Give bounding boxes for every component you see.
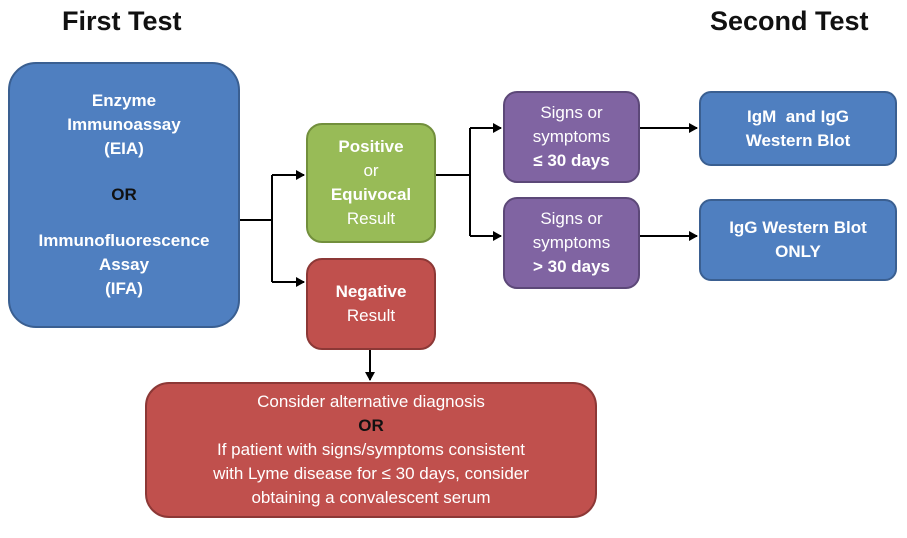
consider-line2: If patient with signs/symptoms consisten…: [216, 440, 526, 459]
consider-alternative-box: Consider alternative diagnosis OR If pat…: [145, 382, 597, 518]
negative-line1: Negative: [335, 282, 407, 301]
signs-long-line2: symptoms: [532, 233, 611, 252]
negative-result-box: Negative Result: [306, 258, 436, 350]
signs-short-line3: ≤ 30 days: [533, 151, 610, 170]
first-test-heading: First Test: [62, 6, 182, 36]
first-test-line5: Assay: [98, 255, 150, 274]
signs-short-line1: Signs or: [540, 103, 603, 122]
igm-igg-western-blot-box: IgM and IgG Western Blot: [699, 91, 897, 166]
positive-line3: Equivocal: [330, 185, 412, 204]
negative-line2: Result: [346, 306, 396, 325]
positive-result-box: Positive or Equivocal Result: [306, 123, 436, 243]
igg-only-line1: IgG Western Blot: [729, 218, 867, 237]
first-test-line2: Immunoassay: [67, 115, 181, 134]
igg-only-line2: ONLY: [775, 242, 821, 261]
first-test-line6: (IFA): [105, 279, 143, 298]
consider-line3: with Lyme disease for ≤ 30 days, conside…: [213, 464, 529, 483]
positive-line1: Positive: [338, 137, 404, 156]
first-test-box: Enzyme Immunoassay (EIA) OR Immunofluore…: [8, 62, 240, 328]
signs-long-box: Signs or symptoms > 30 days: [503, 197, 640, 289]
signs-short-box: Signs or symptoms ≤ 30 days: [503, 91, 640, 183]
positive-line2: or: [363, 161, 379, 180]
igm-igg-line2: Western Blot: [745, 130, 851, 150]
first-test-line1: Enzyme: [91, 91, 157, 110]
second-test-heading: Second Test: [710, 6, 869, 36]
consider-line4: obtaining a convalescent serum: [251, 488, 491, 507]
consider-or: OR: [358, 416, 384, 435]
first-test-or: OR: [111, 185, 137, 204]
signs-short-line2: symptoms: [532, 127, 611, 146]
signs-long-line3: > 30 days: [532, 257, 611, 276]
igg-western-blot-only-box: IgG Western Blot ONLY: [699, 199, 897, 281]
positive-line4: Result: [346, 209, 396, 228]
igm-igg-line1: IgM and IgG: [747, 106, 849, 126]
consider-line1: Consider alternative diagnosis: [257, 392, 485, 411]
signs-long-line1: Signs or: [540, 209, 603, 228]
first-test-line3: (EIA): [104, 139, 144, 158]
first-test-line4: Immunofluorescence: [38, 231, 210, 250]
